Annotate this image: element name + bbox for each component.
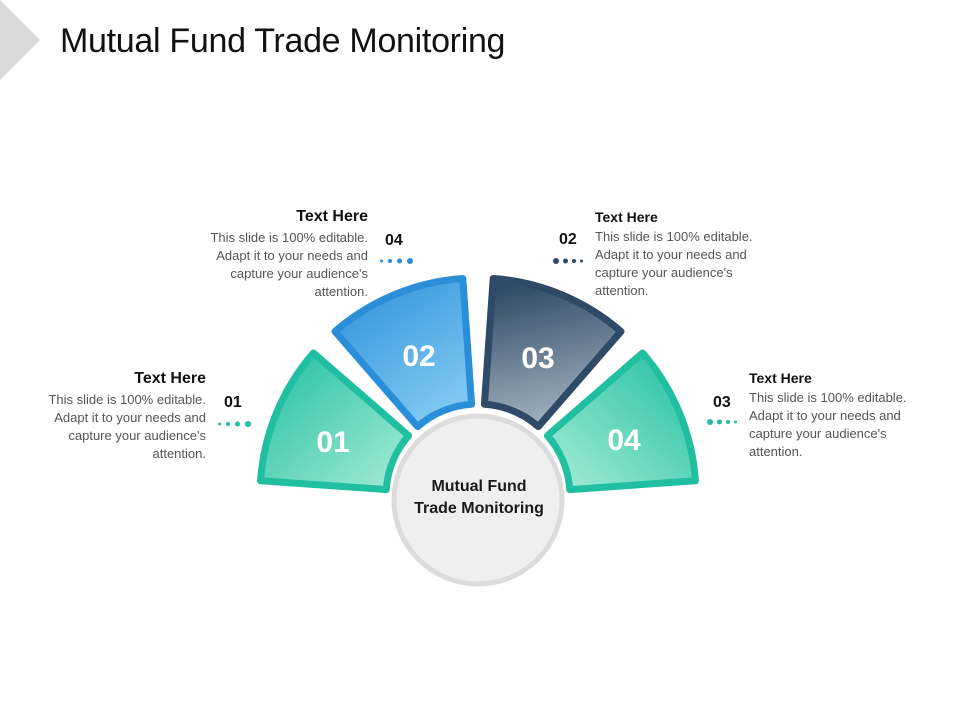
segment-02 [331,275,476,431]
callout-01-number: 01 [224,394,242,411]
callout-01-dots [218,420,252,428]
callout-03-heading: Text Here [749,370,812,386]
callout-01-body: This slide is 100% editable. Adapt it to… [48,392,206,461]
segment-02-label: 02 [402,340,435,373]
callout-04-number: 04 [385,232,403,249]
segment-01 [257,349,413,494]
corner-triangle-decoration [0,0,40,80]
segment-04 [543,349,699,494]
center-label-line2: Trade Monitoring [414,500,544,517]
center-circle [391,413,565,587]
segment-03-label: 03 [521,342,554,375]
callout-04-heading: Text Here [296,208,368,225]
callout-03-dots [707,418,741,426]
callout-02: Text Here This slide is 100% editable. A… [595,209,755,300]
callout-04-dots [380,257,414,265]
callout-03: Text Here This slide is 100% editable. A… [749,370,909,461]
segment-01-label: 01 [316,426,349,459]
callout-01: Text Here This slide is 100% editable. A… [46,370,206,463]
callout-04: Text Here This slide is 100% editable. A… [208,208,368,301]
center-label: Mutual Fund Trade Monitoring [398,476,560,520]
segment-04-label: 04 [607,424,641,457]
page-title: Mutual Fund Trade Monitoring [60,22,506,60]
segment-03 [480,275,625,431]
callout-04-body: This slide is 100% editable. Adapt it to… [210,230,368,299]
callout-03-body: This slide is 100% editable. Adapt it to… [749,390,907,459]
callout-03-number: 03 [713,394,731,411]
callout-01-heading: Text Here [134,370,206,387]
callout-02-body: This slide is 100% editable. Adapt it to… [595,229,753,298]
callout-02-heading: Text Here [595,209,658,225]
callout-02-number: 02 [559,231,577,248]
center-label-line1: Mutual Fund [431,478,527,495]
callout-02-dots [553,257,587,265]
